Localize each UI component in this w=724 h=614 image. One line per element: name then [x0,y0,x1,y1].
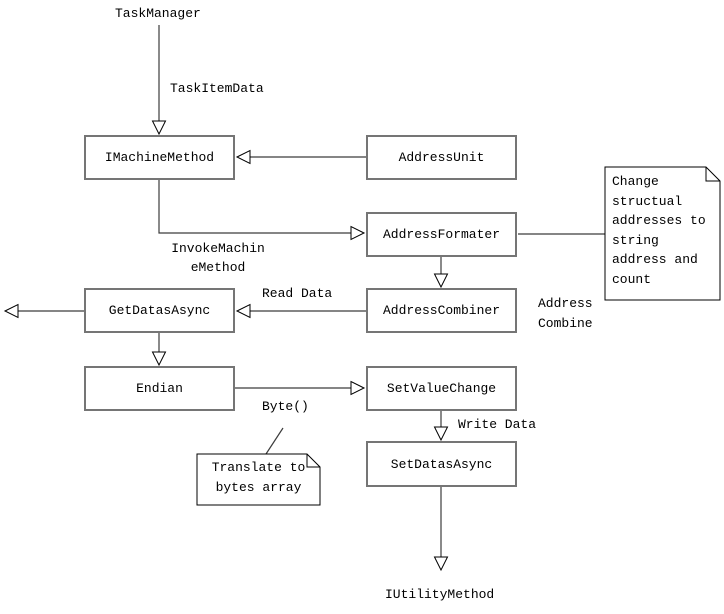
edge-label-line: InvokeMachin [171,241,265,256]
node-setvaluechange[interactable]: SetValueChange [366,366,517,411]
node-setdatasasync[interactable]: SetDatasAsync [366,441,517,487]
note-text-translate-bytes: Translate to bytes array [197,458,320,498]
arrowhead-down-setdatasasync [433,426,449,442]
node-label: IMachineMethod [104,150,215,165]
node-addresscombiner[interactable]: AddressCombiner [366,288,517,333]
edge-imachinemethod-addressformater [158,180,351,234]
node-taskmanager[interactable]: TaskManager [115,6,201,21]
edge-label-invokemachinemethod: InvokeMachin eMethod [160,239,276,277]
edge-label-readdata: Read Data [262,286,333,301]
note-shape-change-structual[interactable] [604,166,721,301]
arrowhead-down-imachinemethod [151,120,167,136]
note-line: bytes array [215,480,302,495]
node-addressunit[interactable]: AddressUnit [366,135,517,180]
arrowhead-down-iutilitymethod [433,556,449,572]
note-fold-change-structual [705,167,720,182]
arrowhead-down-addresscombiner [433,273,449,289]
node-label: AddressUnit [398,150,485,165]
edge-label-line: Combine [538,316,593,331]
note-line: count [612,271,652,287]
arrowhead-down-endian [151,351,167,367]
arrowhead-right-setvaluechange [350,380,366,396]
note-fold-translate-bytes [306,454,320,468]
node-iutilitymethod[interactable]: IUtilityMethod [385,587,495,602]
note-line: address and [612,252,698,268]
note-line: structual [612,193,683,209]
arrowhead-right-addressformater [350,225,366,241]
edge-label-addresscombine: Address Combine [538,294,593,334]
edge-label-line: Address [538,296,593,311]
arrowhead-left-out [3,303,19,319]
node-label: Endian [136,381,183,396]
node-addressformater[interactable]: AddressFormater [366,212,517,257]
note-line: addresses to [612,213,706,229]
arrowhead-left-getdatasasync [235,303,251,319]
node-label: AddressCombiner [382,303,501,318]
node-getdatasasync[interactable]: GetDatasAsync [84,288,235,333]
callout-line-bytes-note [265,427,284,455]
arrowhead-left-imachinemethod [235,149,251,165]
edge-label-line: eMethod [190,260,246,275]
edge-label-byte: Byte() [262,399,309,414]
edge-label-taskitemdata: TaskItemData [170,81,264,96]
edge-label-writedata: Write Data [458,417,537,432]
node-label: GetDatasAsync [108,303,211,318]
node-label: SetDatasAsync [390,456,493,472]
note-text-change-structual: Change structual addresses to string add… [612,172,706,290]
note-shape-translate-bytes[interactable] [196,453,321,506]
node-endian[interactable]: Endian [84,366,235,411]
node-imachinemethod[interactable]: IMachineMethod [84,135,235,180]
note-line: string [612,232,659,248]
note-line: Translate to [211,460,306,475]
node-label: AddressFormater [382,227,501,242]
node-label: SetValueChange [386,381,497,396]
note-line: Change [612,174,659,189]
